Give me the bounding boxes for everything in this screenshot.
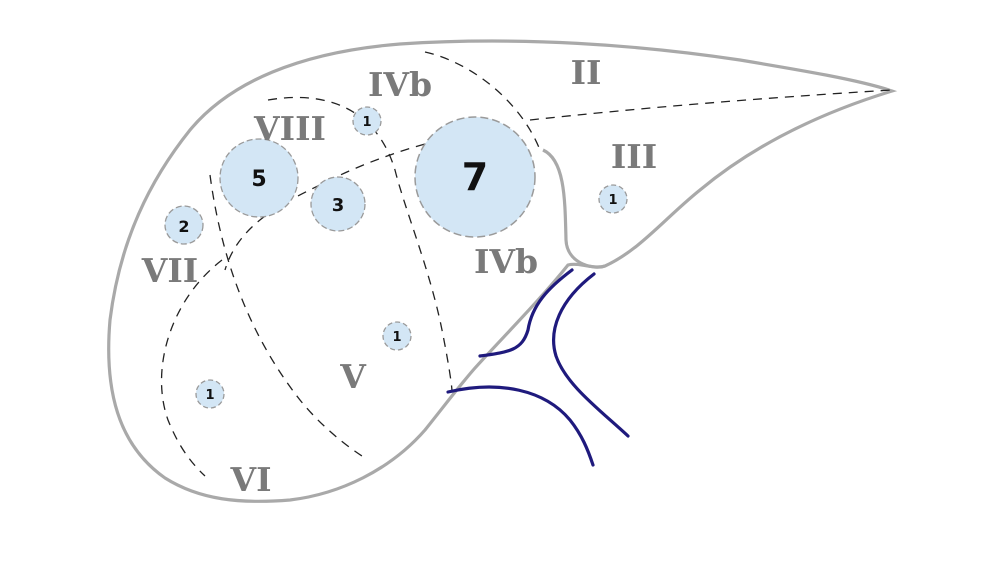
lesion-count: 7: [462, 155, 488, 199]
lesion-count: 1: [362, 115, 371, 130]
lesion-seg-viii-large: 5: [219, 138, 299, 218]
segment-label-v: V: [339, 357, 367, 396]
liver-notch: [542, 148, 606, 269]
lesion-seg-iii: 1: [598, 184, 628, 214]
liver-outline: [107, 39, 898, 503]
segment-labels: IVb II VIII III VII IVb V VI: [141, 53, 657, 499]
segment-label-ii: II: [571, 53, 602, 92]
boundary-v-vi: [209, 174, 363, 457]
segment-label-viii: VIII: [253, 109, 326, 148]
segment-label-ivb-top: IVb: [368, 65, 432, 104]
boundary-vii-vi: [160, 259, 223, 477]
portal-vessels: [446, 268, 630, 467]
lesion-seg-ivb-top: 1: [352, 106, 382, 136]
boundary-ii-iii: [529, 89, 893, 121]
lesion-seg-v: 1: [382, 321, 412, 351]
lesion-count: 1: [392, 330, 401, 345]
segment-label-iii: III: [611, 137, 657, 176]
boundary-ivb-ii: [424, 51, 541, 151]
segment-label-vi: VI: [229, 460, 271, 499]
segment-label-vii: VII: [141, 251, 198, 290]
segment-label-ivb-bottom: IVb: [474, 242, 538, 281]
lesion-seg-iv-large: 7: [414, 116, 536, 238]
vessel-upper-branch: [478, 268, 574, 358]
lesion-seg-vi: 1: [195, 379, 225, 409]
vessel-right-trunk: [552, 272, 630, 438]
boundary-viii-iv-left: [267, 96, 453, 393]
lesion-count: 1: [205, 388, 214, 403]
lesion-seg-viii-small: 3: [310, 176, 366, 232]
lesion-count: 2: [178, 217, 189, 236]
vessel-lower-branch: [446, 385, 595, 467]
lesion-seg-vii: 2: [164, 205, 204, 245]
lesion-count: 5: [251, 167, 266, 192]
lesion-count: 1: [608, 193, 617, 208]
lesions: 5 3 2 1 7 1 1 1: [164, 106, 628, 409]
lesion-count: 3: [332, 195, 345, 216]
